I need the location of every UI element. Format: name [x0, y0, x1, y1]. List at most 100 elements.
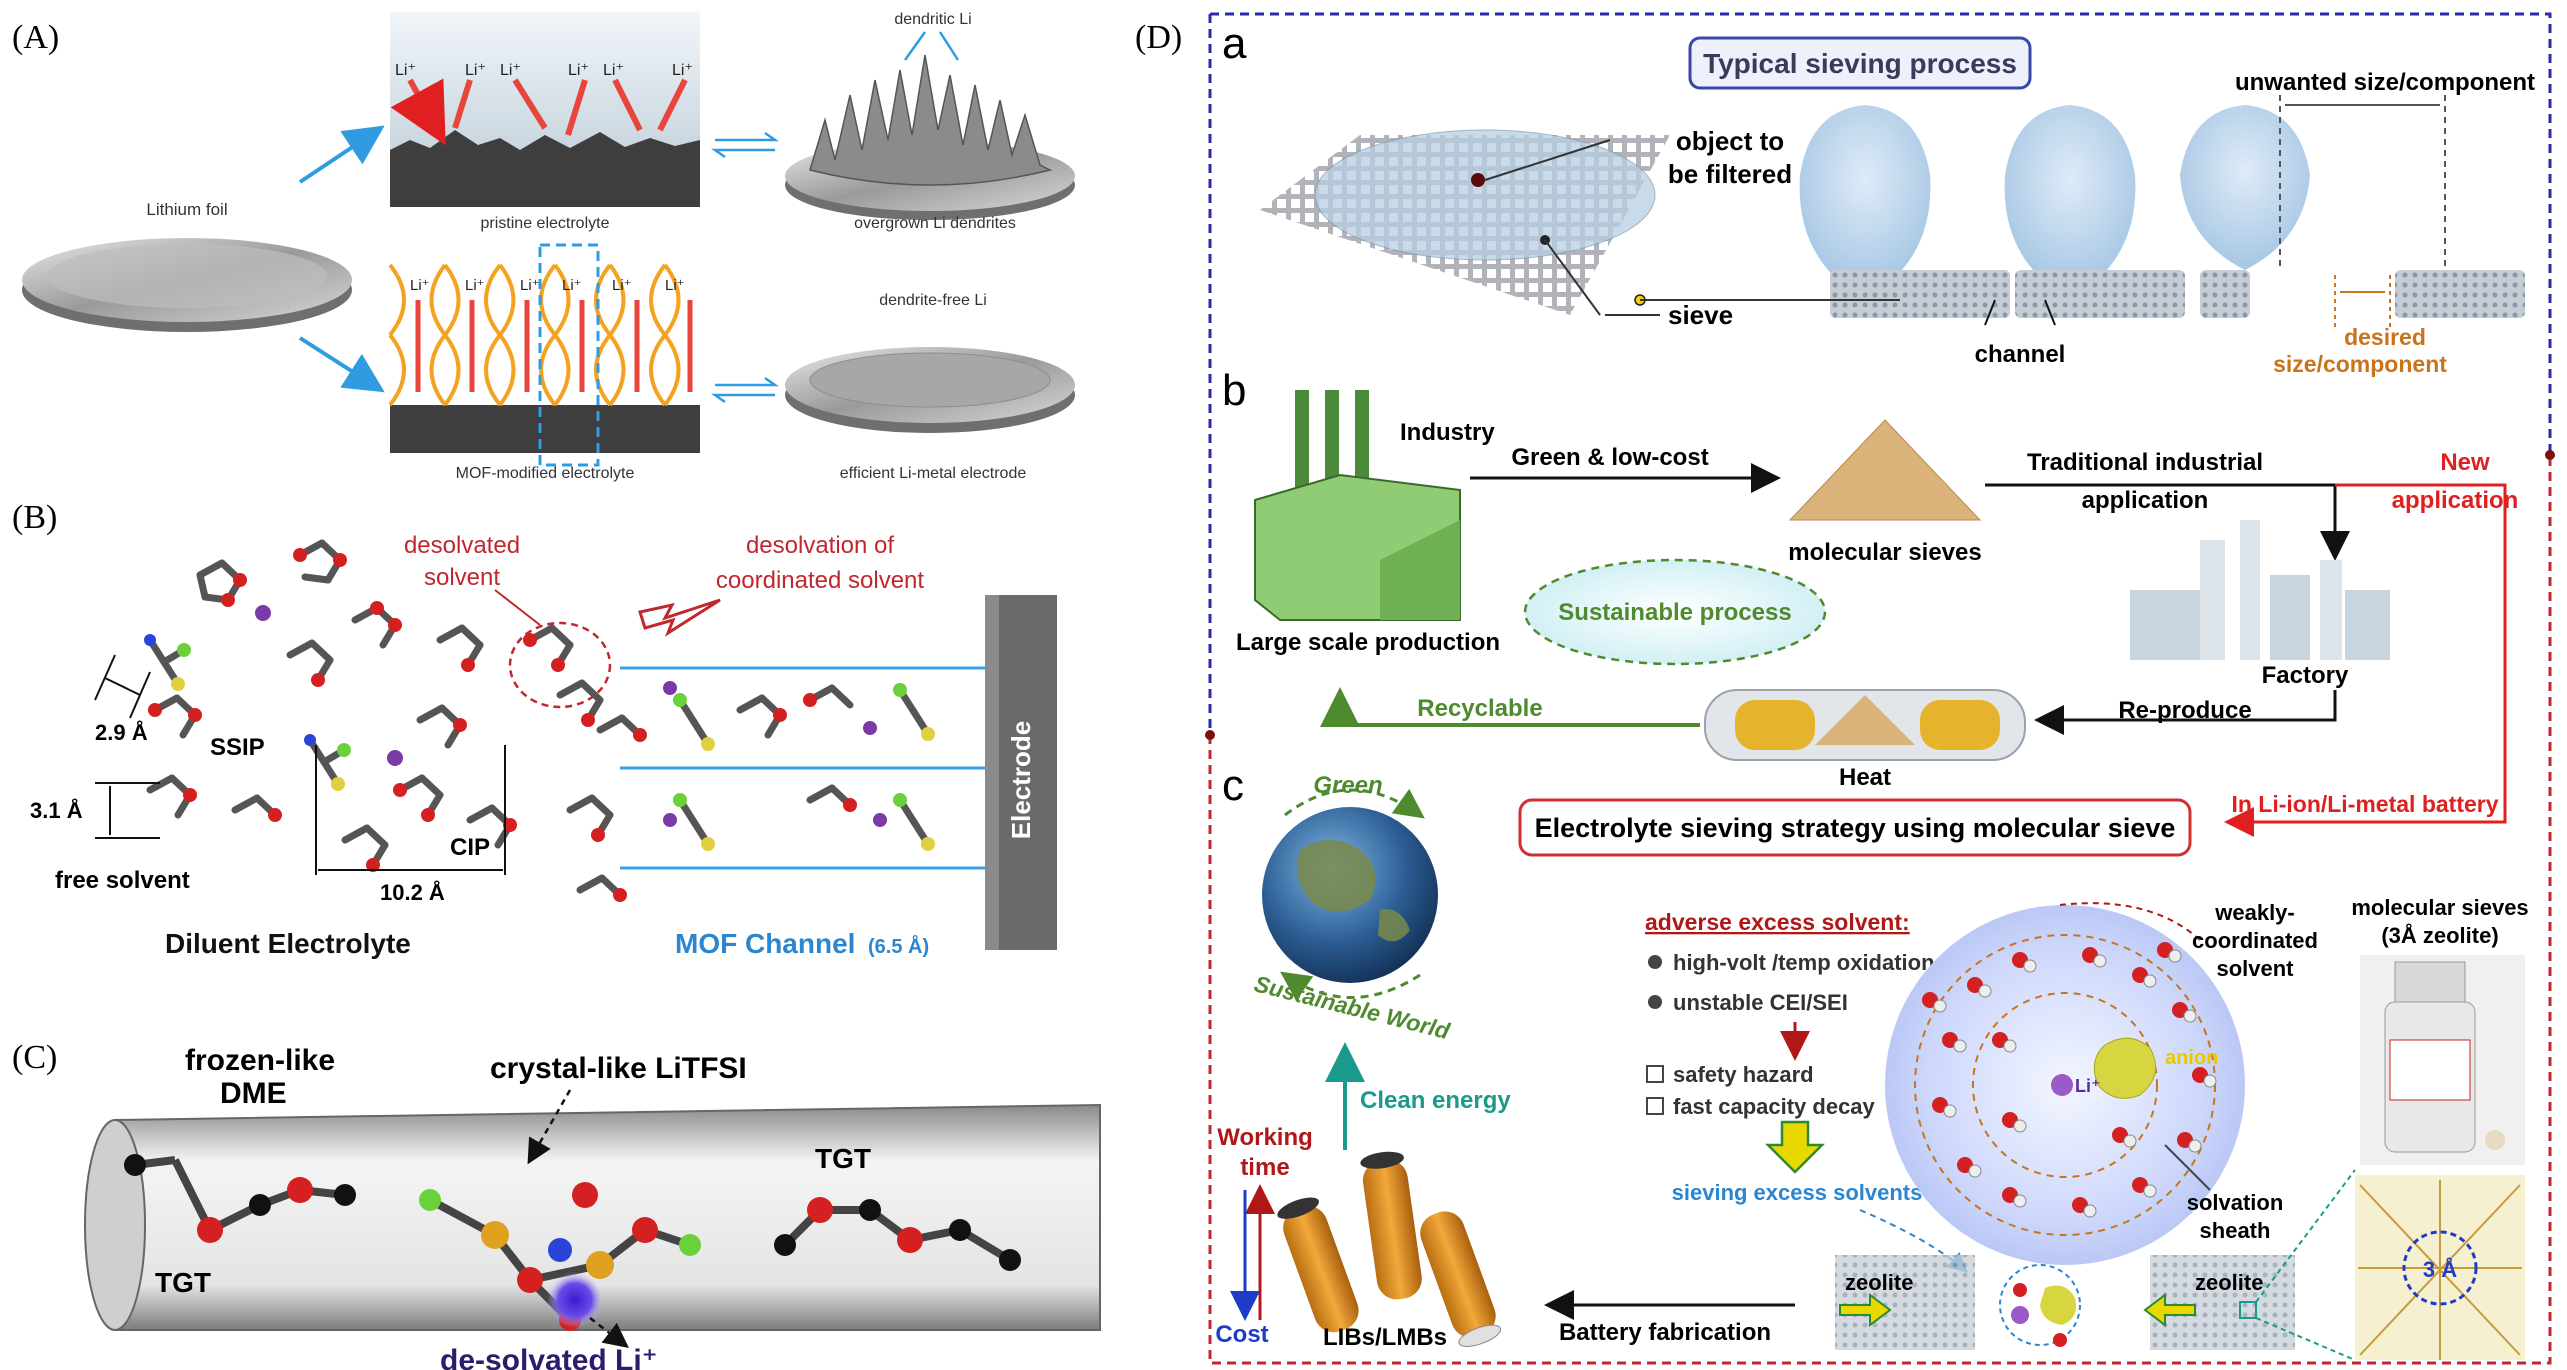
tube-channel	[114, 1103, 1101, 1331]
zoom-box	[2239, 1301, 2257, 1319]
solvent-hydrogen-atom	[2203, 1074, 2217, 1088]
li-ion-labels-top: Li⁺ Li⁺ Li⁺ Li⁺ Li⁺ Li⁺	[395, 62, 693, 79]
new-application-line1: New	[2440, 449, 2490, 476]
ssip-label: SSIP	[210, 734, 265, 761]
solvent-hydrogen-atom	[1933, 999, 1947, 1013]
adverse-label: adverse excess solvent:	[1645, 909, 1910, 935]
heat-label: Heat	[1839, 764, 1891, 791]
panel-label-b: (B)	[12, 499, 57, 536]
desolvated-solvent-line2: solvent	[424, 564, 500, 591]
solvent-hydrogen-atom	[2023, 959, 2037, 973]
solvent-hydrogen-atom	[1943, 1104, 1957, 1118]
bullet-1	[1648, 955, 1662, 969]
solvent-hydrogen-atom	[2013, 1119, 2027, 1133]
strategy-label: Electrolyte sieving strategy using molec…	[1535, 813, 2176, 843]
sustainable-process-label: Sustainable process	[1558, 599, 1791, 626]
down-hollow-arrow	[1764, 1120, 1826, 1174]
object-filtered-line2: be filtered	[1668, 159, 1792, 189]
zeolite-right-label: zeolite	[2195, 1270, 2263, 1295]
dist-31: 3.1 Å	[30, 797, 83, 823]
desolvation-hollow-arrow	[638, 598, 721, 637]
green-arc	[1284, 788, 1425, 819]
sheath-line2: sheath	[2200, 1218, 2271, 1243]
sustainable-loop	[1523, 558, 1827, 666]
new-application-line2: application	[2392, 487, 2519, 514]
green-lowcost-label: Green & low-cost	[1511, 444, 1708, 471]
zeolite-blocks	[1835, 1255, 2295, 1350]
desired-line2: size/component	[2273, 351, 2447, 377]
mol-sieves-line2: (3Å zeolite)	[2381, 922, 2498, 948]
cip-label: CIP	[450, 834, 490, 861]
working-time-line1: Working	[1217, 1124, 1313, 1151]
weakly-line3: solvent	[2216, 956, 2294, 981]
tube-end	[84, 1119, 146, 1331]
heat-tube	[1704, 689, 2026, 761]
desolvation-line2: coordinated solvent	[716, 567, 924, 594]
frozen-like-line2: DME	[220, 1077, 287, 1110]
checkbox-2	[1646, 1097, 1664, 1115]
zeolite-lattice	[2355, 1175, 2525, 1360]
solvent-hydrogen-atom	[2143, 974, 2157, 988]
earth-globe	[1262, 807, 1438, 983]
frozen-like-line1: frozen-like	[185, 1044, 335, 1077]
solvent-hydrogen-atom	[1953, 1039, 1967, 1053]
li-pointer	[589, 1317, 629, 1349]
solvent-hydrogen-atom	[2003, 1039, 2017, 1053]
electrode-label: Electrode	[1006, 721, 1036, 840]
dendrite-free-label: dendrite-free Li	[879, 292, 987, 309]
desolvated-pointer	[494, 589, 541, 626]
dendritic-li-disk	[785, 54, 1075, 220]
lithium-foil-disk	[22, 238, 352, 332]
desolvated-ellipse	[508, 621, 612, 709]
dimension-markers	[94, 654, 506, 875]
bullet-1-label: high-volt /temp oxidation	[1673, 950, 1935, 975]
box-2-label: fast capacity decay	[1673, 1094, 1876, 1119]
industry-label: Industry	[1400, 419, 1495, 446]
mof-channel-label: MOF Channel	[675, 928, 855, 959]
li-ion-labels-mof: Li⁺ Li⁺ Li⁺ Li⁺ Li⁺ Li⁺	[410, 277, 685, 294]
li-label: Li⁺	[2075, 1076, 2101, 1096]
svg-text:Li⁺: Li⁺	[568, 62, 589, 79]
molecular-sieves-label: molecular sieves	[1788, 539, 1981, 566]
cost-label: Cost	[1215, 1321, 1268, 1348]
solvent-molecules	[1922, 942, 2217, 1218]
recyclable-label: Recyclable	[1417, 695, 1542, 722]
lithium-foil-label: Lithium foil	[146, 200, 227, 219]
anion-label: anion	[2165, 1047, 2218, 1069]
equilibrium-arrows	[711, 131, 779, 404]
efficient-electrode-label: efficient Li-metal electrode	[840, 465, 1027, 482]
panel-d: (D) a Typical sieving process object to …	[1135, 12, 2555, 1365]
frame-bottom	[1208, 455, 2552, 1365]
refinery-icon	[2130, 520, 2390, 660]
solvent-hydrogen-atom	[2183, 1009, 2197, 1023]
solvent-hydrogen-atom	[2143, 1184, 2157, 1198]
free-solvent-label: free solvent	[55, 867, 190, 894]
sub-label-c: c	[1222, 761, 1244, 810]
electrode-block: Electrode	[985, 595, 1057, 950]
crystal-like-pointer	[527, 1089, 572, 1165]
crystal-like-label: crystal-like LiTFSI	[490, 1052, 747, 1085]
zoom-line-high	[2255, 1169, 2356, 1303]
svg-text:Li⁺: Li⁺	[410, 277, 430, 294]
svg-text:Li⁺: Li⁺	[465, 62, 486, 79]
panel-b: (B) desolvated solvent desolvation of co…	[12, 499, 1057, 959]
pristine-electrolyte-box	[390, 12, 700, 207]
dendritic-pointers	[903, 31, 960, 61]
li-atom-cip	[387, 750, 403, 766]
diluent-electrolyte-label: Diluent Electrolyte	[165, 928, 411, 959]
mol-sieves-line1: molecular sieves	[2351, 895, 2528, 920]
mof-electrolyte-label: MOF-modified electrolyte	[456, 465, 635, 482]
desolvation-line1: desolvation of	[746, 532, 894, 559]
svg-text:Li⁺: Li⁺	[612, 277, 632, 294]
svg-text:Li⁺: Li⁺	[665, 277, 685, 294]
tgt-left-label: TGT	[155, 1267, 211, 1298]
libs-lmbs-label: LIBs/LMBs	[1323, 1324, 1447, 1351]
reproduce-arrow	[2034, 690, 2337, 735]
arrow-to-pristine	[298, 125, 385, 184]
in-li-battery-label: In Li-ion/Li-metal battery	[2231, 791, 2498, 817]
svg-text:Li⁺: Li⁺	[520, 277, 540, 294]
frame-dot-left	[1205, 730, 1215, 740]
mof-electrolyte-box	[388, 243, 700, 467]
large-scale-label: Large scale production	[1236, 629, 1500, 656]
checkbox-1	[1646, 1065, 1664, 1083]
